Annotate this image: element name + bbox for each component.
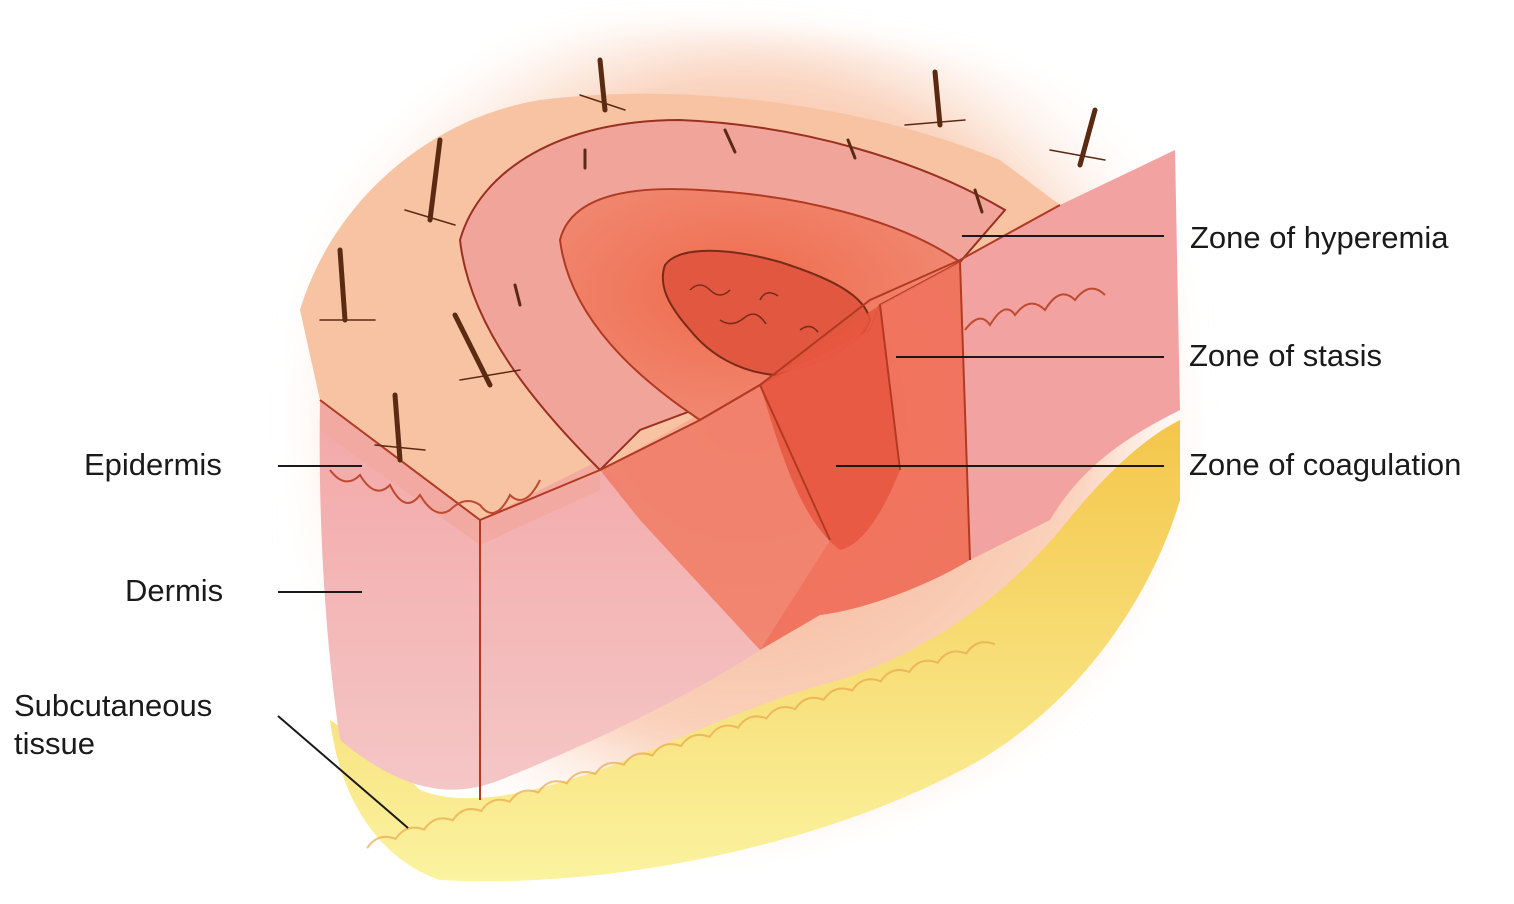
label-dermis: Dermis [125,572,223,610]
label-zone-coagulation: Zone of coagulation [1189,446,1461,484]
label-epidermis: Epidermis [84,446,222,484]
label-zone-stasis: Zone of stasis [1189,337,1382,375]
label-subcutaneous-tissue: Subcutaneous tissue [14,687,212,763]
label-zone-hyperemia: Zone of hyperemia [1190,219,1448,257]
label-subcutaneous-line2: tissue [14,725,212,763]
label-subcutaneous-line1: Subcutaneous [14,687,212,725]
